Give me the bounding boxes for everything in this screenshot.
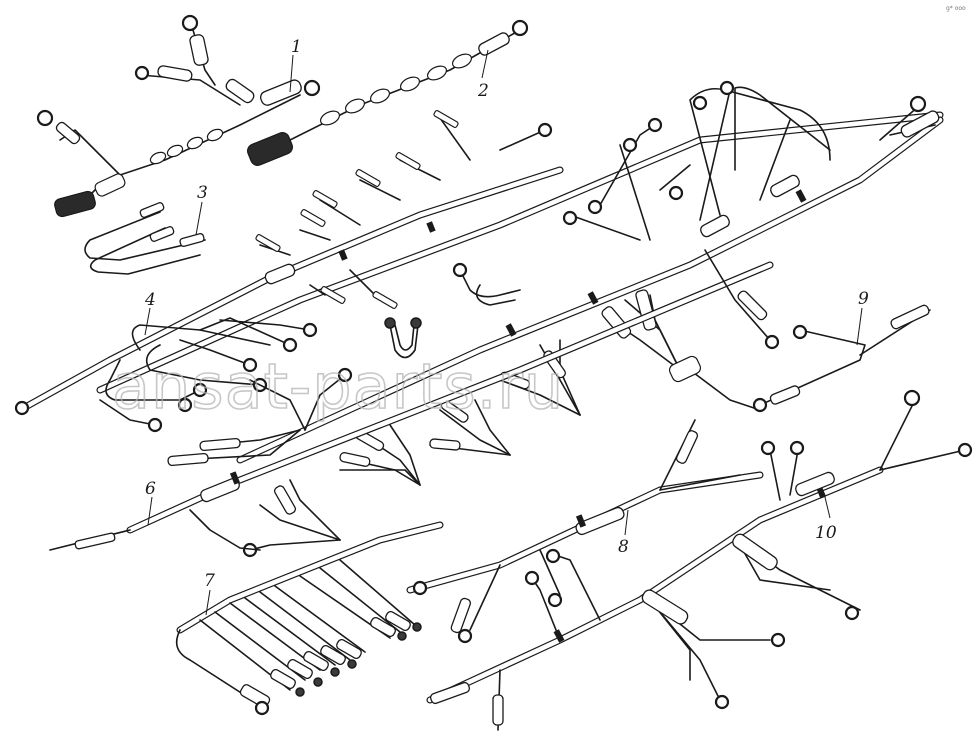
harness-4-main (14, 80, 944, 464)
callout-labels: 1 2 3 4 6 7 8 9 10 (144, 37, 869, 616)
harness-7 (175, 521, 444, 716)
callout-9: 9 (858, 289, 869, 309)
callout-1: 1 (291, 37, 302, 57)
harness-9 (704, 249, 931, 413)
harness-2 (246, 19, 529, 166)
harness-8 (406, 419, 764, 644)
callout-3: 3 (197, 183, 208, 203)
harness-10 (426, 389, 973, 731)
callout-2: 2 (477, 81, 489, 101)
callout-6: 6 (145, 479, 156, 499)
callout-8: 8 (618, 537, 629, 557)
callout-10: 10 (815, 523, 837, 543)
callout-7: 7 (204, 571, 215, 591)
harness-6 (49, 261, 774, 551)
harness-1 (36, 14, 321, 218)
corner-mark: g* ooo (946, 5, 966, 12)
item-3-loop-wires (84, 202, 206, 275)
watermark: ansat-parts.ru (112, 350, 564, 423)
callout-4: 4 (144, 290, 156, 310)
